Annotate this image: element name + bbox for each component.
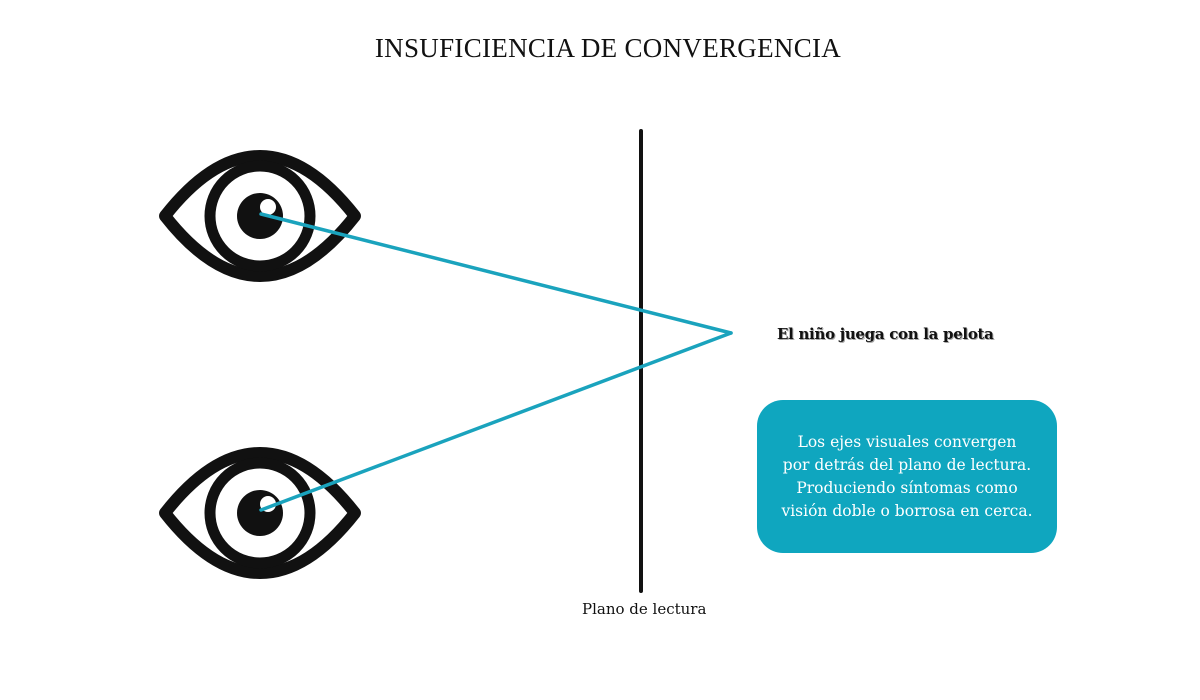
info-line: Los ejes visuales convergen bbox=[797, 432, 1017, 451]
info-line: por detrás del plano de lectura. bbox=[782, 455, 1032, 474]
eye-icon bbox=[159, 447, 361, 579]
visual-axis-bottom bbox=[259, 331, 733, 512]
diagram-title: INSUFICIENCIA DE CONVERGENCIA bbox=[374, 33, 842, 63]
target-text: El niño juega con la pelota bbox=[777, 325, 994, 343]
info-box: Los ejes visuales convergen por detrás d… bbox=[757, 400, 1057, 553]
eye-icon bbox=[159, 150, 361, 282]
info-line: visión doble o borrosa en cerca. bbox=[781, 501, 1033, 520]
info-line: Produciendo síntomas como bbox=[796, 478, 1018, 497]
reading-plane-label: Plano de lectura bbox=[582, 600, 707, 618]
visual-axis-top bbox=[259, 212, 733, 335]
